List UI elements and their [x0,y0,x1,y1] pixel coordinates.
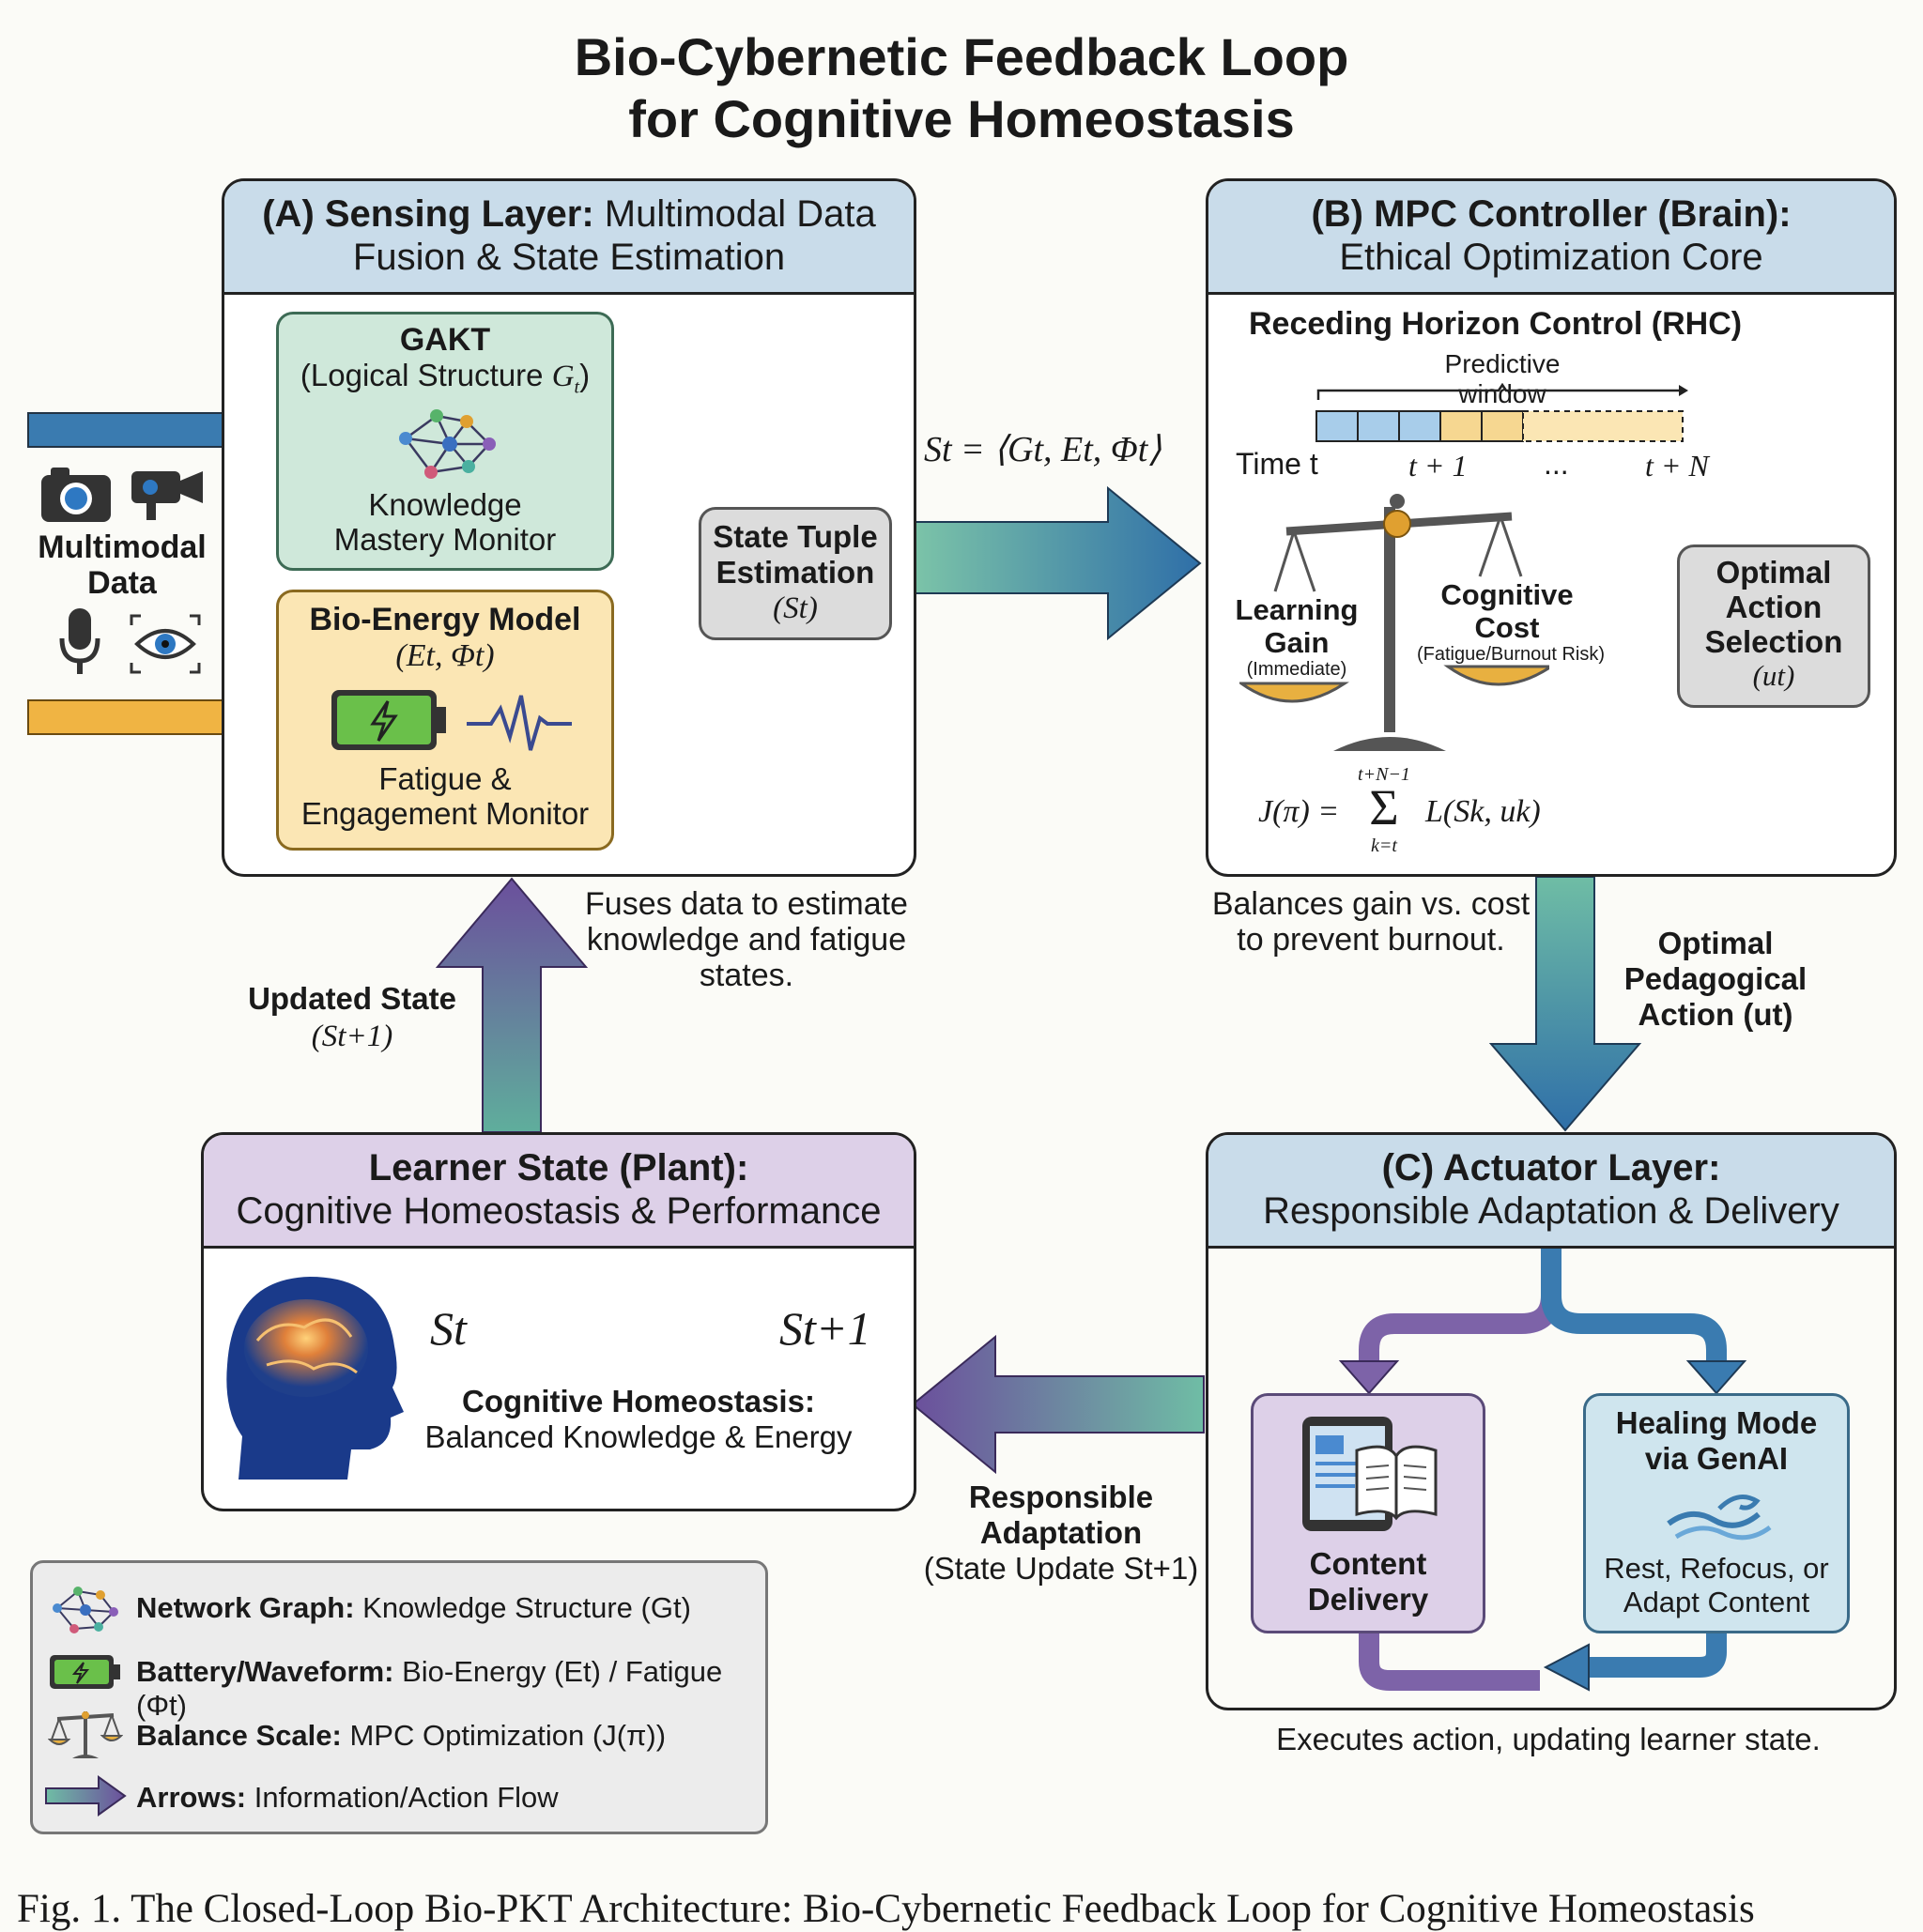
waveform-icon [467,695,572,751]
actuator-split-blue [1541,1244,1727,1363]
learner-header: Learner State (Plant): Cognitive Homeost… [204,1135,914,1249]
legend-row-scale: Balance Scale: MPC Optimization (J(π)) [136,1719,667,1752]
legend-battery-icon [50,1655,120,1689]
healing-mode-box: Healing Mode via GenAI Rest, Refocus, or… [1583,1393,1850,1633]
predictive-window-label: Predictive window [1444,349,1561,408]
time-t1-label: t + 1 [1408,449,1468,483]
tablet-book-icon [1302,1417,1438,1531]
mpc-header: (B) MPC Controller (Brain): Ethical Opti… [1208,181,1894,295]
optimal-action-box: Optimal Action Selection (ut) [1677,544,1870,708]
time-dots-label: ... [1544,447,1569,481]
sensing-header-bold: (A) Sensing Layer: [262,193,594,235]
mpc-to-actuator-arrow [1488,876,1642,1132]
title-line-2: for Cognitive Homeostasis [628,89,1295,148]
page-title: Bio-Cybernetic Feedback Loop for Cogniti… [0,26,1923,150]
formula-sum-top: t+N−1 [1358,764,1410,785]
video-camera-icon [131,471,203,520]
legend-row-battery: Battery/Waveform: Bio-Energy (Et) / Fati… [136,1655,723,1722]
horizon-timeline [1315,383,1688,442]
rhc-title: Receding Horizon Control (RHC) [1249,306,1743,342]
battery-icon [331,690,446,750]
content-delivery-box: Content Delivery [1251,1393,1485,1633]
sensing-note: Fuses data to estimate knowledge and fat… [585,886,908,993]
legend-scale-icon [48,1711,123,1758]
legend-row-arrows: Arrows: Information/Action Flow [136,1781,559,1814]
formula-sum-bottom: k=t [1371,836,1397,856]
legend-arrow-icon [45,1775,127,1817]
cognitive-cost-label: Cognitive Cost [1440,578,1574,644]
title-line-1: Bio-Cybernetic Feedback Loop [574,27,1349,86]
brain-head-icon [226,1277,404,1480]
legend-network-icon [53,1587,118,1633]
time-tn-label: t + N [1645,449,1709,483]
sensing-layer-header: (A) Sensing Layer: Multimodal Data Fusio… [224,181,914,295]
actuator-merge-purple [1359,1630,1540,1691]
state-tuple-box: State Tuple Estimation (St) [699,507,892,640]
legend-row-network: Network Graph: Knowledge Structure (Gt) [136,1591,691,1624]
network-graph-icon [399,409,496,479]
actuator-to-learner-arrow [911,1334,1205,1475]
actuator-merge-blue [1587,1630,1727,1678]
learning-gain-label: Learning Gain [1235,593,1359,659]
gakt-box: GAKT (Logical Structure Gt) Knowledge Ma… [276,312,614,571]
state-to-mpc-arrow [912,485,1202,641]
actuator-layer-panel: (C) Actuator Layer: Responsible Adaptati… [1206,1132,1897,1710]
optimal-pedagogical-action-label: Optimal Pedagogical Action (ut) [1623,926,1808,1032]
figure-caption: Fig. 1. The Closed-Loop Bio-PKT Architec… [17,1887,1755,1931]
microphone-icon [59,608,100,674]
state-equation: St = ⟨Gt, Et, Φt⟩ [924,430,1162,469]
cognitive-cost-sub: (Fatigue/Burnout Risk) [1416,644,1606,665]
state-st: St [430,1302,467,1355]
bio-energy-box: Bio-Energy Model (Et, Φt) Fatigue & Enga… [276,590,614,851]
learning-gain-sub: (Immediate) [1246,659,1347,680]
actuator-header: (C) Actuator Layer: Responsible Adaptati… [1208,1135,1894,1249]
camera-icon [41,468,111,522]
balance-scale-icon [1239,494,1549,751]
actuator-note: Executes action, updating learner state. [1276,1722,1821,1756]
state-st1: St+1 [779,1302,871,1355]
wave-icon [1667,1495,1772,1541]
responsible-adaptation-label: Responsible Adaptation (State Update St+… [923,1480,1199,1586]
time-t-label: Time t [1236,447,1318,481]
mpc-note: Balances gain vs. cost to prevent burnou… [1211,886,1531,958]
legend: Network Graph: Knowledge Structure (Gt) … [30,1560,768,1834]
learner-to-sensing-arrow [435,877,589,1133]
updated-state-label: Updated State (St+1) [248,981,456,1053]
eye-tracking-icon [130,614,201,674]
cognitive-homeostasis-label: Cognitive Homeostasis: Balanced Knowledg… [424,1384,853,1454]
formula-rhs: L(Sk, uk) [1425,794,1541,829]
multimodal-data-label: Multimodal Data [38,529,207,601]
formula-sigma: Σ [1369,779,1399,836]
formula-lhs: J(π) = [1258,794,1340,829]
